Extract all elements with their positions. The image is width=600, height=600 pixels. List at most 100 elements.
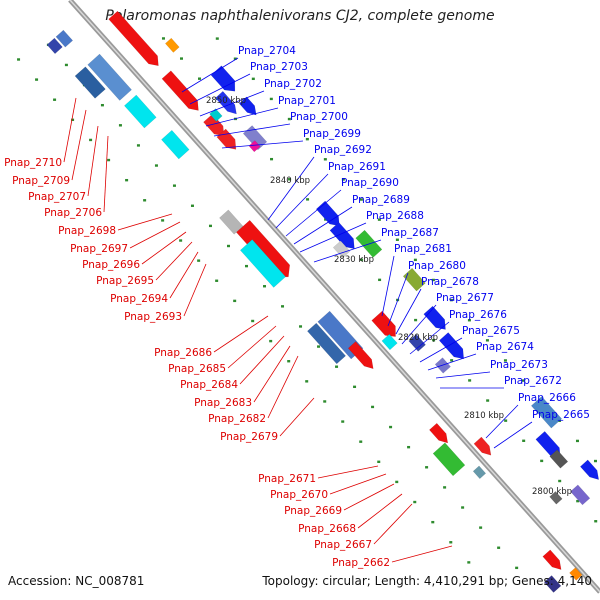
tick-mark [371,405,375,409]
tick-mark [263,285,267,288]
leader-line-reverse [213,315,269,353]
gene-label-reverse: Pnap_2698 [58,225,116,237]
gene-feature [347,341,374,370]
gene-label-forward: Pnap_2692 [314,144,372,156]
leader-line-reverse [155,241,193,281]
gene-feature [429,422,449,444]
tick-mark [287,117,291,121]
leader-line-reverse [183,263,207,317]
gene-feature [332,240,351,259]
gene-label-forward: Pnap_2676 [449,309,507,321]
gene-feature [124,94,157,129]
tick-mark [515,566,519,570]
tick-mark [35,78,39,81]
tick-mark [341,420,345,423]
tick-mark [288,178,292,181]
leader-line-reverse [71,109,87,181]
leader-line-reverse [373,503,413,545]
gene-label-forward: Pnap_2701 [278,95,336,107]
gene-label-reverse: Pnap_2693 [124,311,182,323]
kbp-marker-label: 2800 kbp [532,487,572,497]
gene-features [46,10,600,593]
tick-mark [558,479,562,483]
gene-label-reverse: Pnap_2684 [180,379,238,391]
tick-mark [413,258,417,262]
tick-mark [414,318,418,322]
gene-feature [161,129,190,160]
gene-label-reverse: Pnap_2668 [298,523,356,535]
gene-feature [161,70,199,111]
gene-feature [108,10,159,67]
gene-label-forward: Pnap_2665 [532,409,590,421]
tick-mark [299,325,303,328]
tick-mark [89,138,93,142]
leader-line-forward [285,189,342,237]
gene-feature [164,37,180,53]
leader-line-forward [419,337,463,363]
leader-line-reverse [279,397,315,437]
tick-mark [107,158,111,162]
tick-mark [395,238,399,241]
gene-label-reverse: Pnap_2669 [284,505,342,517]
tick-mark [251,77,255,81]
tick-mark [431,520,435,524]
gene-label-reverse: Pnap_2671 [258,473,316,485]
map-title: Polaromonas naphthalenivorans CJ2, compl… [105,8,495,24]
tick-mark [353,385,357,389]
tick-mark [468,379,472,382]
tick-mark [522,439,526,442]
tick-mark [323,158,327,161]
gene-feature [239,239,286,288]
leader-line-forward [213,123,291,137]
leader-line-reverse [357,493,403,529]
tick-mark [305,137,309,141]
tick-mark [575,439,579,443]
gene-feature [371,310,396,337]
gene-label-forward: Pnap_2678 [421,276,479,288]
gene-label-reverse: Pnap_2686 [154,347,212,359]
tick-mark [179,239,183,242]
tick-mark [461,506,465,509]
tick-mark [443,486,447,489]
gene-label-forward: Pnap_2673 [490,359,548,371]
tick-mark [161,219,165,222]
tick-mark [197,77,201,80]
gene-label-reverse: Pnap_2682 [208,413,266,425]
gene-label-reverse: Pnap_2662 [332,557,390,569]
gene-feature [570,484,591,506]
tick-mark [233,299,237,303]
tick-mark [395,480,399,484]
leader-line-reverse [239,335,285,385]
gene-feature [55,29,74,48]
gene-label-forward: Pnap_2687 [381,227,439,239]
tick-mark [479,526,483,529]
gene-label-reverse: Pnap_2696 [82,259,140,271]
leader-line-reverse [317,465,379,479]
gene-feature [215,90,237,115]
tick-mark [359,198,363,201]
gene-feature [549,449,569,469]
tick-mark [335,365,339,368]
tick-mark [576,499,580,503]
tick-mark [413,500,417,504]
tick-mark [425,466,429,469]
gene-label-forward: Pnap_2689 [352,194,410,206]
gene-label-forward: Pnap_2703 [250,61,308,73]
gene-label-reverse: Pnap_2709 [12,175,70,187]
leader-line-forward [395,288,422,335]
leader-line-forward [485,404,519,439]
tick-mark [467,319,471,322]
leader-line-reverse [343,483,395,511]
leader-line-reverse [117,213,173,231]
gene-label-reverse: Pnap_2670 [270,489,328,501]
leader-line-reverse [63,97,77,163]
leader-line-reverse [391,545,453,563]
gene-label-forward: Pnap_2680 [408,260,466,272]
kbp-marker-label: 2850 kbp [206,96,246,106]
tick-mark [324,218,328,221]
gene-feature [307,322,347,365]
tick-mark [540,459,544,463]
gene-label-reverse: Pnap_2679 [220,431,278,443]
leader-line-forward [181,57,239,93]
tick-mark [432,338,436,342]
